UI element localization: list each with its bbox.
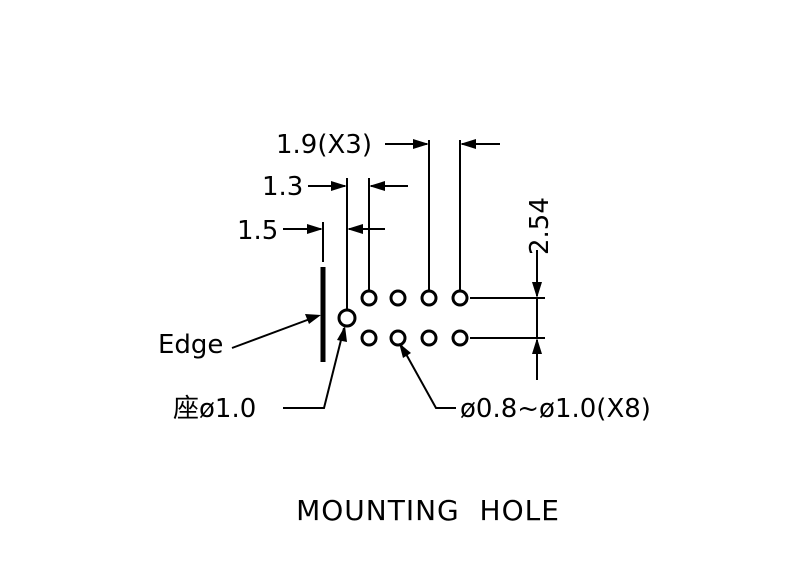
dimension-2-54: 2.54 — [525, 197, 555, 380]
pin-holes-label: ø0.8~ø1.0(X8) — [460, 394, 651, 424]
dimension-label-1-5: 1.5 — [237, 216, 278, 246]
pin-hole — [451, 289, 469, 307]
boss-hole — [337, 308, 357, 328]
diagram-title: MOUNTING HOLE — [296, 494, 560, 527]
dimension-label-1-9-x3: 1.9(X3) — [276, 130, 372, 160]
pin-hole — [389, 289, 407, 307]
pin-hole — [389, 329, 407, 347]
boss-hole-callout: 座ø1.0 — [173, 326, 347, 424]
pin-holes — [360, 289, 469, 347]
boss-hole-label: 座ø1.0 — [173, 394, 256, 424]
edge-callout: Edge — [158, 314, 321, 360]
dimension-1-3: 1.3 — [262, 172, 408, 202]
pin-hole — [451, 329, 469, 347]
dimension-1-9-x3: 1.9(X3) — [276, 130, 500, 160]
pin-hole — [420, 329, 438, 347]
dimension-label-1-3: 1.3 — [262, 172, 303, 202]
pin-hole — [360, 329, 378, 347]
dimension-1-5: 1.5 — [237, 216, 385, 246]
extension-lines — [322, 140, 545, 339]
pin-hole — [360, 289, 378, 307]
edge-label: Edge — [158, 330, 223, 360]
pin-hole — [420, 289, 438, 307]
pin-holes-callout: ø0.8~ø1.0(X8) — [399, 343, 651, 424]
dimension-label-2-54: 2.54 — [525, 197, 555, 255]
